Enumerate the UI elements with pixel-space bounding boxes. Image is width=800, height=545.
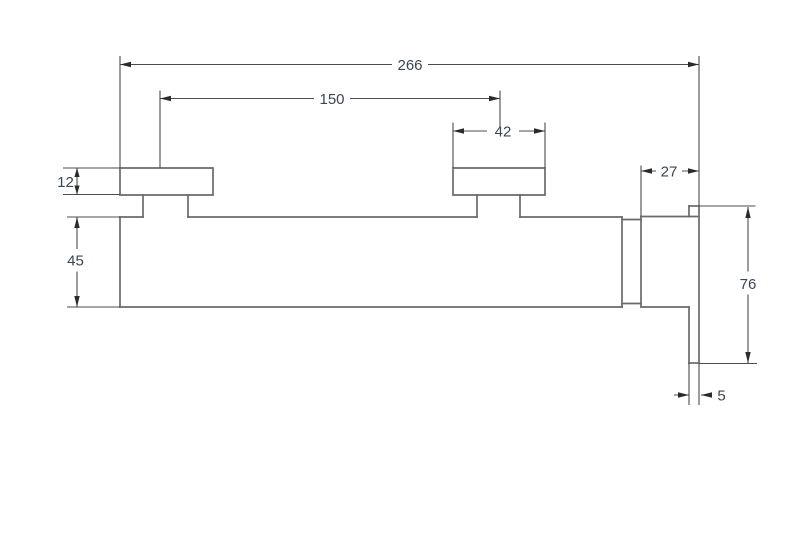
arrowhead-down [745,352,751,363]
arrowhead-down [74,296,80,307]
extension-line [688,363,700,405]
arrowhead-left [641,168,652,174]
left-handle-stem [142,194,189,218]
fixture-outline [119,167,700,364]
dim-handle-width-label: 42 [495,123,512,140]
neck-edges [621,218,642,305]
arrowhead-inward-right [678,392,689,398]
arrowhead-left [120,61,131,68]
extension-line [119,56,700,206]
dim-bracket-depth-label: 27 [661,163,678,180]
wall-plate [688,205,700,364]
right-handle-flange [452,167,546,196]
dim-plate-height-label: 76 [740,276,757,293]
right-handle [452,167,546,218]
extension-line [67,216,120,308]
dimension-bar-height: 45 [67,216,120,308]
arrowhead-left [453,128,464,134]
connector-neck [621,218,642,305]
extension-line [699,205,757,365]
arrowhead-right [489,95,500,102]
arrowhead-right [688,168,699,174]
dimension-handle-centers: 150 [159,90,501,168]
dim-handle-centers-label: 150 [319,91,344,108]
left-handle [119,167,214,218]
left-handle-flange [119,167,214,196]
arrowhead-right [534,128,545,134]
arrowhead-inward-left [701,392,712,398]
dimension-handle-width: 42 [452,122,546,168]
dimension-overall-length: 266 [119,56,700,206]
wall-bracket [640,215,700,308]
right-handle-stem [476,194,521,218]
extension-line [63,167,120,196]
dim-overall-length-label: 266 [397,57,422,74]
dimension-plate-height: 76 [699,205,757,365]
arrowhead-left [160,95,171,102]
arrowhead-up [745,207,751,218]
arrowhead-up [74,217,80,228]
dimension-bracket-depth: 27 [640,163,699,217]
dim-flange-thickness-label: 12 [57,174,74,191]
arrowhead-right [688,61,699,68]
arrowhead-up [74,168,80,177]
dimension-plate-thickness: 5 [674,363,726,405]
extension-line [452,122,546,168]
dim-plate-thickness-label: 5 [717,387,725,404]
arrowhead-down [74,185,80,195]
dimension-flange-thickness: 12 [57,167,120,196]
bar-body [119,216,623,308]
dim-bar-height-label: 45 [67,252,84,269]
extension-line [159,90,501,168]
